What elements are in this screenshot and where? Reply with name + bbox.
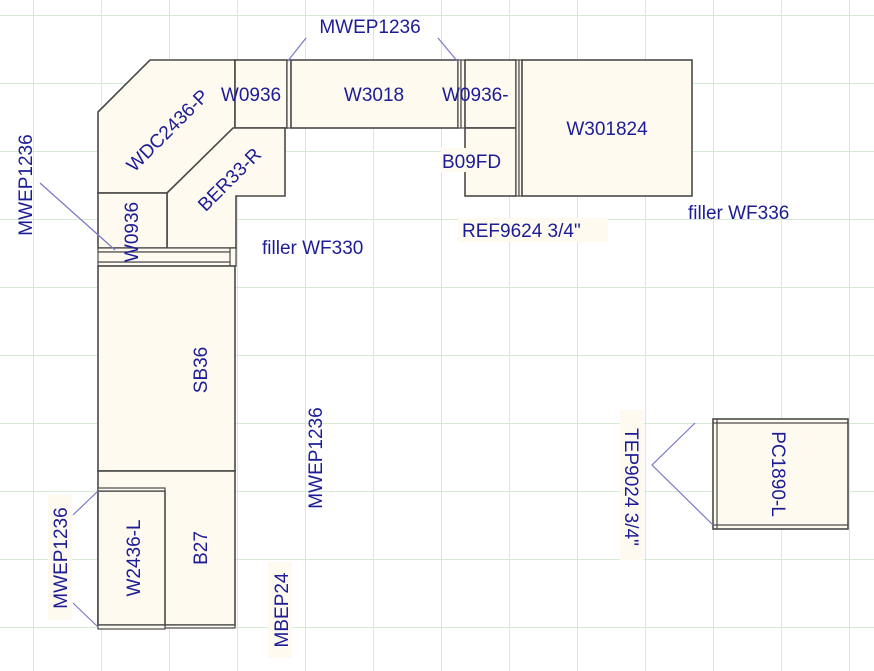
wall-end-panel: [97, 624, 166, 630]
filler-strip: [164, 624, 236, 629]
label-sb36: SB36: [191, 347, 212, 393]
label-bg: [620, 410, 644, 560]
label-w3018: W3018: [344, 85, 404, 106]
cabinet-w3018[interactable]: [290, 59, 459, 129]
label-mwep-mid: MWEP1236: [306, 407, 327, 508]
leader-line: [437, 37, 459, 63]
leader-line: [72, 602, 99, 628]
label-bg: [441, 148, 513, 172]
label-b27: B27: [191, 531, 212, 565]
label-mbep24: MBEP24: [272, 572, 293, 647]
label-bg: [458, 218, 608, 242]
filler-strip: [229, 247, 237, 267]
label-filler-wf330: filler WF330: [262, 238, 363, 259]
cabinet-w301824[interactable]: [521, 59, 693, 197]
cabinet-w2436[interactable]: [97, 490, 166, 626]
label-w0936-right: W0936-: [442, 85, 509, 106]
label-ref9624: REF9624 3/4": [462, 221, 581, 242]
leader-line: [39, 182, 116, 251]
label-filler-wf336: filler WF336: [688, 203, 789, 224]
filler-wf330: [97, 251, 237, 263]
label-tep9024: TEP9024 3/4": [620, 428, 641, 546]
label-pc1890: PC1890-L: [767, 431, 788, 517]
label-bg: [48, 495, 72, 620]
label-w0936-top: W0936: [221, 85, 281, 106]
label-w301824: W301824: [566, 119, 648, 140]
cabinet-pc1890[interactable]: [712, 418, 849, 530]
filler-strip: [97, 247, 237, 253]
label-w0936-left: W0936: [122, 202, 143, 262]
cabinet-w0936-right[interactable]: [464, 59, 517, 129]
label-mwep-top: MWEP1236: [319, 17, 420, 38]
leader-line: [72, 490, 99, 516]
cabinet-sb36[interactable]: [97, 265, 236, 472]
label-w2436: W2436-L: [124, 519, 145, 596]
label-mwep-left: MWEP1236: [16, 134, 37, 235]
label-b09fd: B09FD: [442, 152, 501, 173]
label-bg: [268, 562, 292, 658]
label-mwep-lower: MWEP1236: [51, 507, 72, 608]
wall-end-panel: [97, 487, 166, 492]
leader-line: [651, 422, 714, 526]
leader-line: [286, 37, 307, 63]
